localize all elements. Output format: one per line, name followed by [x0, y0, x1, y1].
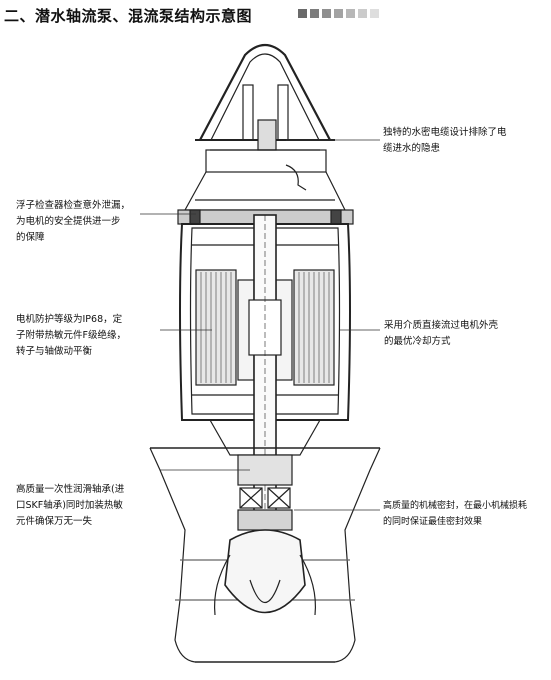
page-title: 二、潜水轴流泵、混流泵结构示意图 — [4, 7, 253, 25]
title-decoration-squares — [298, 9, 379, 18]
motor-protection-note-line-1: 电机防护等级为IP68，定 — [16, 314, 123, 325]
cable-seal-note-line-2: 缆进水的隐患 — [383, 143, 441, 154]
bearing-note-line-3: 元件确保万无一失 — [16, 516, 93, 527]
title-square-3 — [322, 9, 331, 18]
discharge-casing — [149, 447, 381, 663]
cooling-note: 采用介质直接流过电机外壳 的最优冷却方式 — [384, 318, 498, 350]
title-square-2 — [310, 9, 319, 18]
float-detector-note: 浮子检查器检查意外泄漏， 为电机的安全提供进一步 的保障 — [16, 198, 130, 246]
title-square-6 — [358, 9, 367, 18]
motor-protection-note-line-3: 转子与轴做动平衡 — [16, 346, 93, 357]
impeller — [213, 529, 317, 616]
float-detector-note-line-2: 为电机的安全提供进一步 — [16, 216, 121, 227]
cooling-note-line-2: 的最优冷却方式 — [384, 336, 451, 347]
mechanical-seal-note-line-2: 的同时保证最佳密封效果 — [383, 517, 483, 527]
stator-windings — [195, 269, 335, 386]
bearing-note: 高质量一次性润滑轴承(进 口SKF轴承)同时加装热敏 元件确保万无一失 — [16, 482, 124, 530]
title-square-5 — [346, 9, 355, 18]
cable-seal-note-line-1: 独特的水密电缆设计排除了电 — [383, 127, 507, 138]
cooling-note-line-1: 采用介质直接流过电机外壳 — [384, 320, 499, 331]
motor-protection-note-line-2: 子附带热敏元件F级绝缘， — [16, 330, 126, 341]
bearing-note-line-1: 高质量一次性润滑轴承(进 — [16, 484, 125, 495]
title-square-1 — [298, 9, 307, 18]
float-detector-note-line-1: 浮子检查器检查意外泄漏， — [16, 200, 131, 211]
title-square-4 — [334, 9, 343, 18]
mechanical-seal-note: 高质量的机械密封，在最小机械损耗 的同时保证最佳密封效果 — [383, 498, 527, 530]
float-detector-note-line-3: 的保障 — [16, 232, 45, 243]
bearing-housing — [209, 419, 321, 531]
title-square-7 — [370, 9, 379, 18]
bearing-note-line-2: 口SKF轴承)同时加装热敏 — [16, 500, 123, 511]
mechanical-seal-note-line-1: 高质量的机械密封，在最小机械损耗 — [383, 501, 528, 511]
motor-protection-note: 电机防护等级为IP68，定 子附带热敏元件F级绝缘， 转子与轴做动平衡 — [16, 312, 126, 360]
cable-seal-note: 独特的水密电缆设计排除了电 缆进水的隐患 — [383, 125, 507, 157]
annotation-leaders — [140, 139, 380, 511]
cable-gland — [205, 84, 327, 191]
